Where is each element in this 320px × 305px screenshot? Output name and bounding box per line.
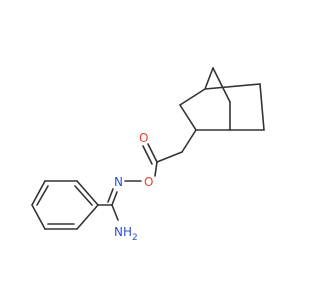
amine-nh-text: NH	[114, 225, 132, 239]
amine-group-label: NH2	[114, 225, 138, 243]
amine-subscript: 2	[132, 233, 138, 243]
benzene-ring	[31, 180, 99, 230]
structure-diagram: O O N NH2	[31, 67, 265, 243]
molecule-canvas: O O N NH2	[31, 67, 265, 243]
imine-nitrogen-label: N	[114, 175, 123, 189]
amidine-bonds	[97, 188, 119, 221]
ester-oxygen-label: O	[144, 175, 153, 189]
carbonyl-oxygen-label: O	[139, 131, 148, 145]
norbornane-cage	[179, 67, 265, 131]
ester-linkage	[124, 129, 197, 182]
